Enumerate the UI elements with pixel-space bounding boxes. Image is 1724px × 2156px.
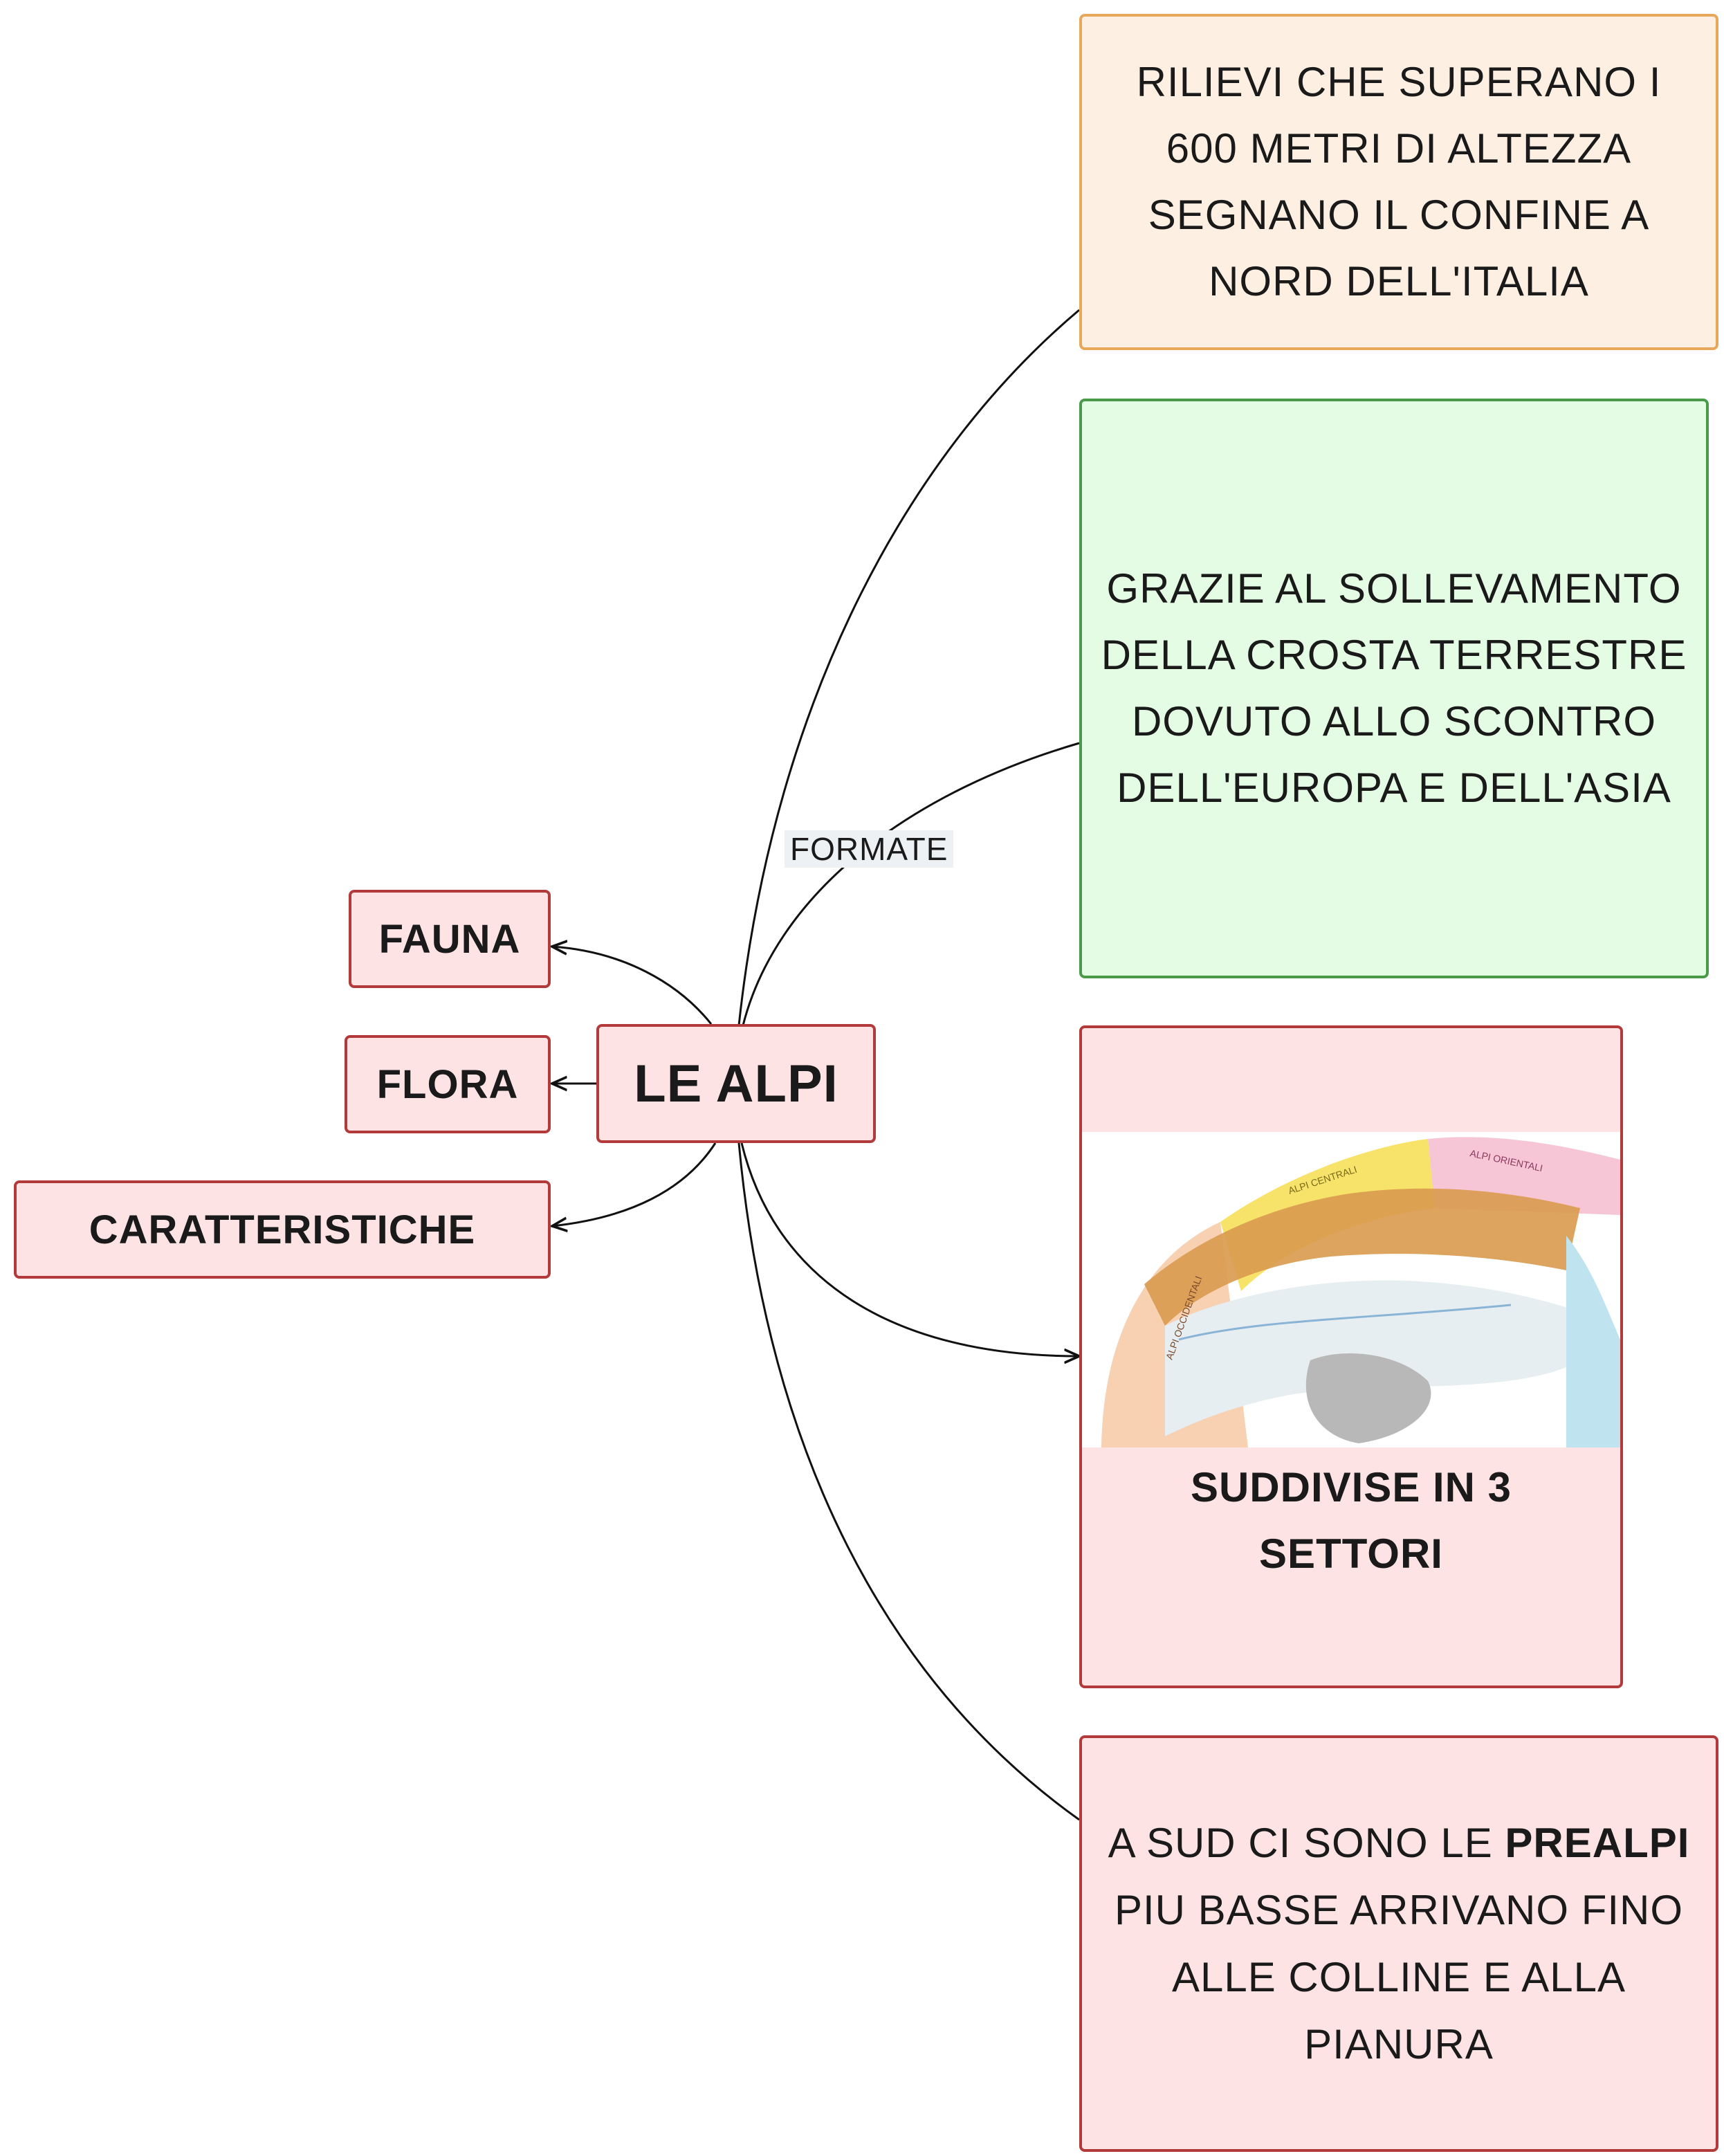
prealpi-text-after: PIU BASSE ARRIVANO FINO ALLE COLLINE E A… [1114,1887,1684,2067]
edge-label-formate: FORMATE [785,830,954,868]
prealpi-text-before: A SUD CI SONO LE [1108,1820,1505,1866]
node-caratteristiche-label: CARATTERISTICHE [89,1207,476,1252]
node-grazie[interactable]: GRAZIE AL SOLLEVAMENTO DELLA CROSTA TERR… [1079,399,1709,978]
central-node-label: LE ALPI [634,1054,838,1113]
node-grazie-text: GRAZIE AL SOLLEVAMENTO DELLA CROSTA TERR… [1101,565,1687,811]
link-fauna [552,947,713,1025]
node-rilievi-text: RILIEVI CHE SUPERANO I 600 METRI DI ALTE… [1136,59,1662,304]
link-caratteristiche [552,1142,717,1226]
node-flora[interactable]: FLORA [345,1035,551,1133]
prealpi-text-bold: PREALPI [1505,1820,1690,1866]
node-fauna-label: FAUNA [378,916,521,962]
node-flora-label: FLORA [376,1061,519,1107]
link-rilievi [737,309,1080,1026]
node-suddivise-label: SUDDIVISE IN 3 SETTORI [1190,1464,1512,1577]
link-grazie [742,742,1080,1026]
node-prealpi[interactable]: A SUD CI SONO LE PREALPI PIU BASSE ARRIV… [1079,1735,1718,2152]
node-rilievi[interactable]: RILIEVI CHE SUPERANO I 600 METRI DI ALTE… [1079,14,1718,350]
node-prealpi-text: A SUD CI SONO LE PREALPI PIU BASSE ARRIV… [1084,1809,1714,2078]
node-fauna[interactable]: FAUNA [349,890,551,988]
node-suddivise[interactable]: ALPI OCCIDENTALI ALPI CENTRALI ALPI ORIE… [1079,1025,1623,1688]
link-suddivise [740,1142,1079,1356]
link-prealpi [737,1142,1080,1821]
alps-map-image: ALPI OCCIDENTALI ALPI CENTRALI ALPI ORIE… [1082,1132,1620,1447]
node-caratteristiche[interactable]: CARATTERISTICHE [14,1180,551,1279]
central-node[interactable]: LE ALPI [596,1024,876,1143]
